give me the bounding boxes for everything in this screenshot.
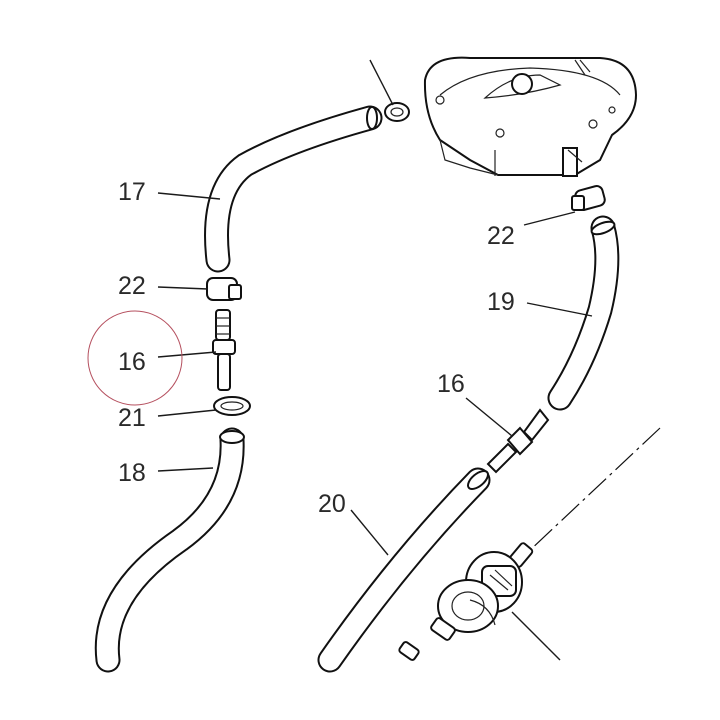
- highlight-circle: [87, 310, 183, 406]
- callout-18: 18: [118, 459, 146, 487]
- clamp-top: [384, 102, 410, 122]
- leader-22b: [523, 211, 576, 226]
- fuel-pump-flange: [423, 56, 638, 177]
- callout-17: 17: [118, 178, 146, 206]
- connector-16-left: [212, 309, 236, 391]
- callout-16-left: 16: [118, 348, 146, 376]
- callout-22-left: 22: [118, 272, 146, 300]
- hose-18: [94, 427, 245, 673]
- hose-20: [317, 467, 491, 673]
- leader-20: [350, 509, 389, 556]
- leader-17: [157, 192, 221, 200]
- leader-21: [157, 409, 217, 417]
- centre-line: [527, 427, 661, 553]
- valve-assembly: [398, 542, 561, 661]
- callout-22-right: 22: [487, 222, 515, 250]
- hose-17: [204, 105, 383, 273]
- leader-19: [526, 302, 593, 317]
- connector-16-right: [486, 408, 550, 474]
- clamp-22-right: [571, 185, 606, 211]
- callout-19: 19: [487, 288, 515, 316]
- callout-16-right: 16: [437, 370, 465, 398]
- leader-22a: [157, 286, 209, 290]
- leader-17-top: [369, 59, 394, 106]
- callout-20: 20: [318, 490, 346, 518]
- leader-18: [157, 467, 214, 472]
- clamp-21-left: [213, 396, 251, 416]
- leader-16b: [465, 397, 513, 437]
- hose-19: [547, 215, 620, 411]
- callout-21: 21: [118, 404, 146, 432]
- clamp-22-left: [206, 277, 242, 301]
- leader-16a: [157, 351, 217, 358]
